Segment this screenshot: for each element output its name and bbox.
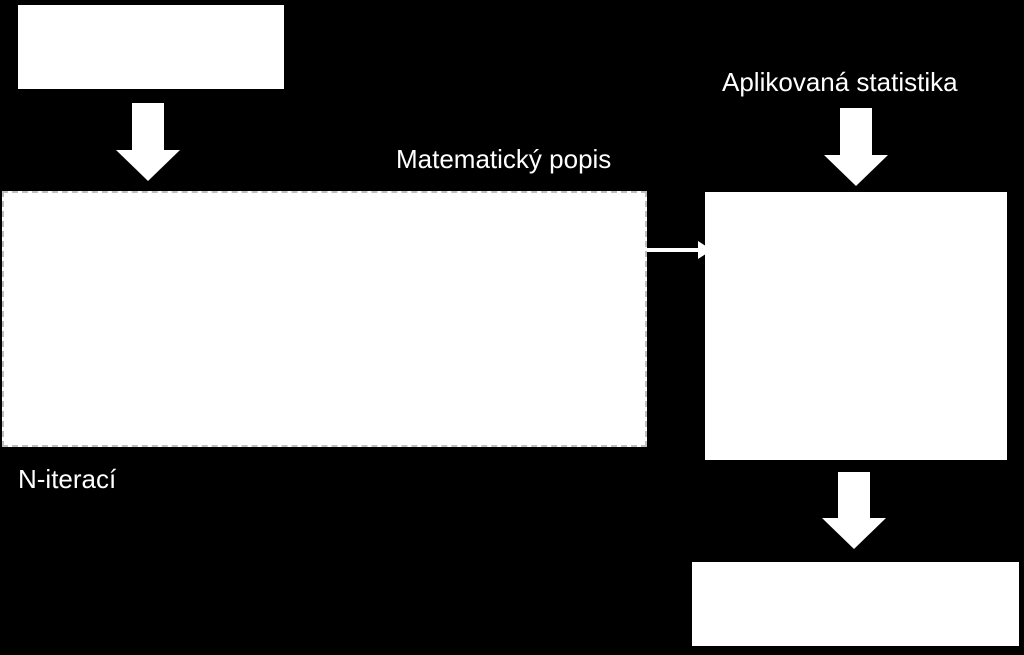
math-description-label: Matematický popis	[396, 144, 612, 174]
right-arrow-icon	[698, 241, 712, 259]
output-box	[692, 562, 1019, 646]
down-arrow-icon	[116, 103, 180, 181]
iteration-process-box	[2, 191, 647, 447]
applied-statistics-label: Aplikovaná statistika	[722, 67, 958, 97]
n-iterations-label: N-iterací	[18, 464, 117, 494]
statistics-box	[705, 192, 1007, 460]
down-arrow-icon	[822, 472, 886, 549]
down-arrow-icon	[824, 108, 888, 186]
input-box	[18, 5, 284, 89]
